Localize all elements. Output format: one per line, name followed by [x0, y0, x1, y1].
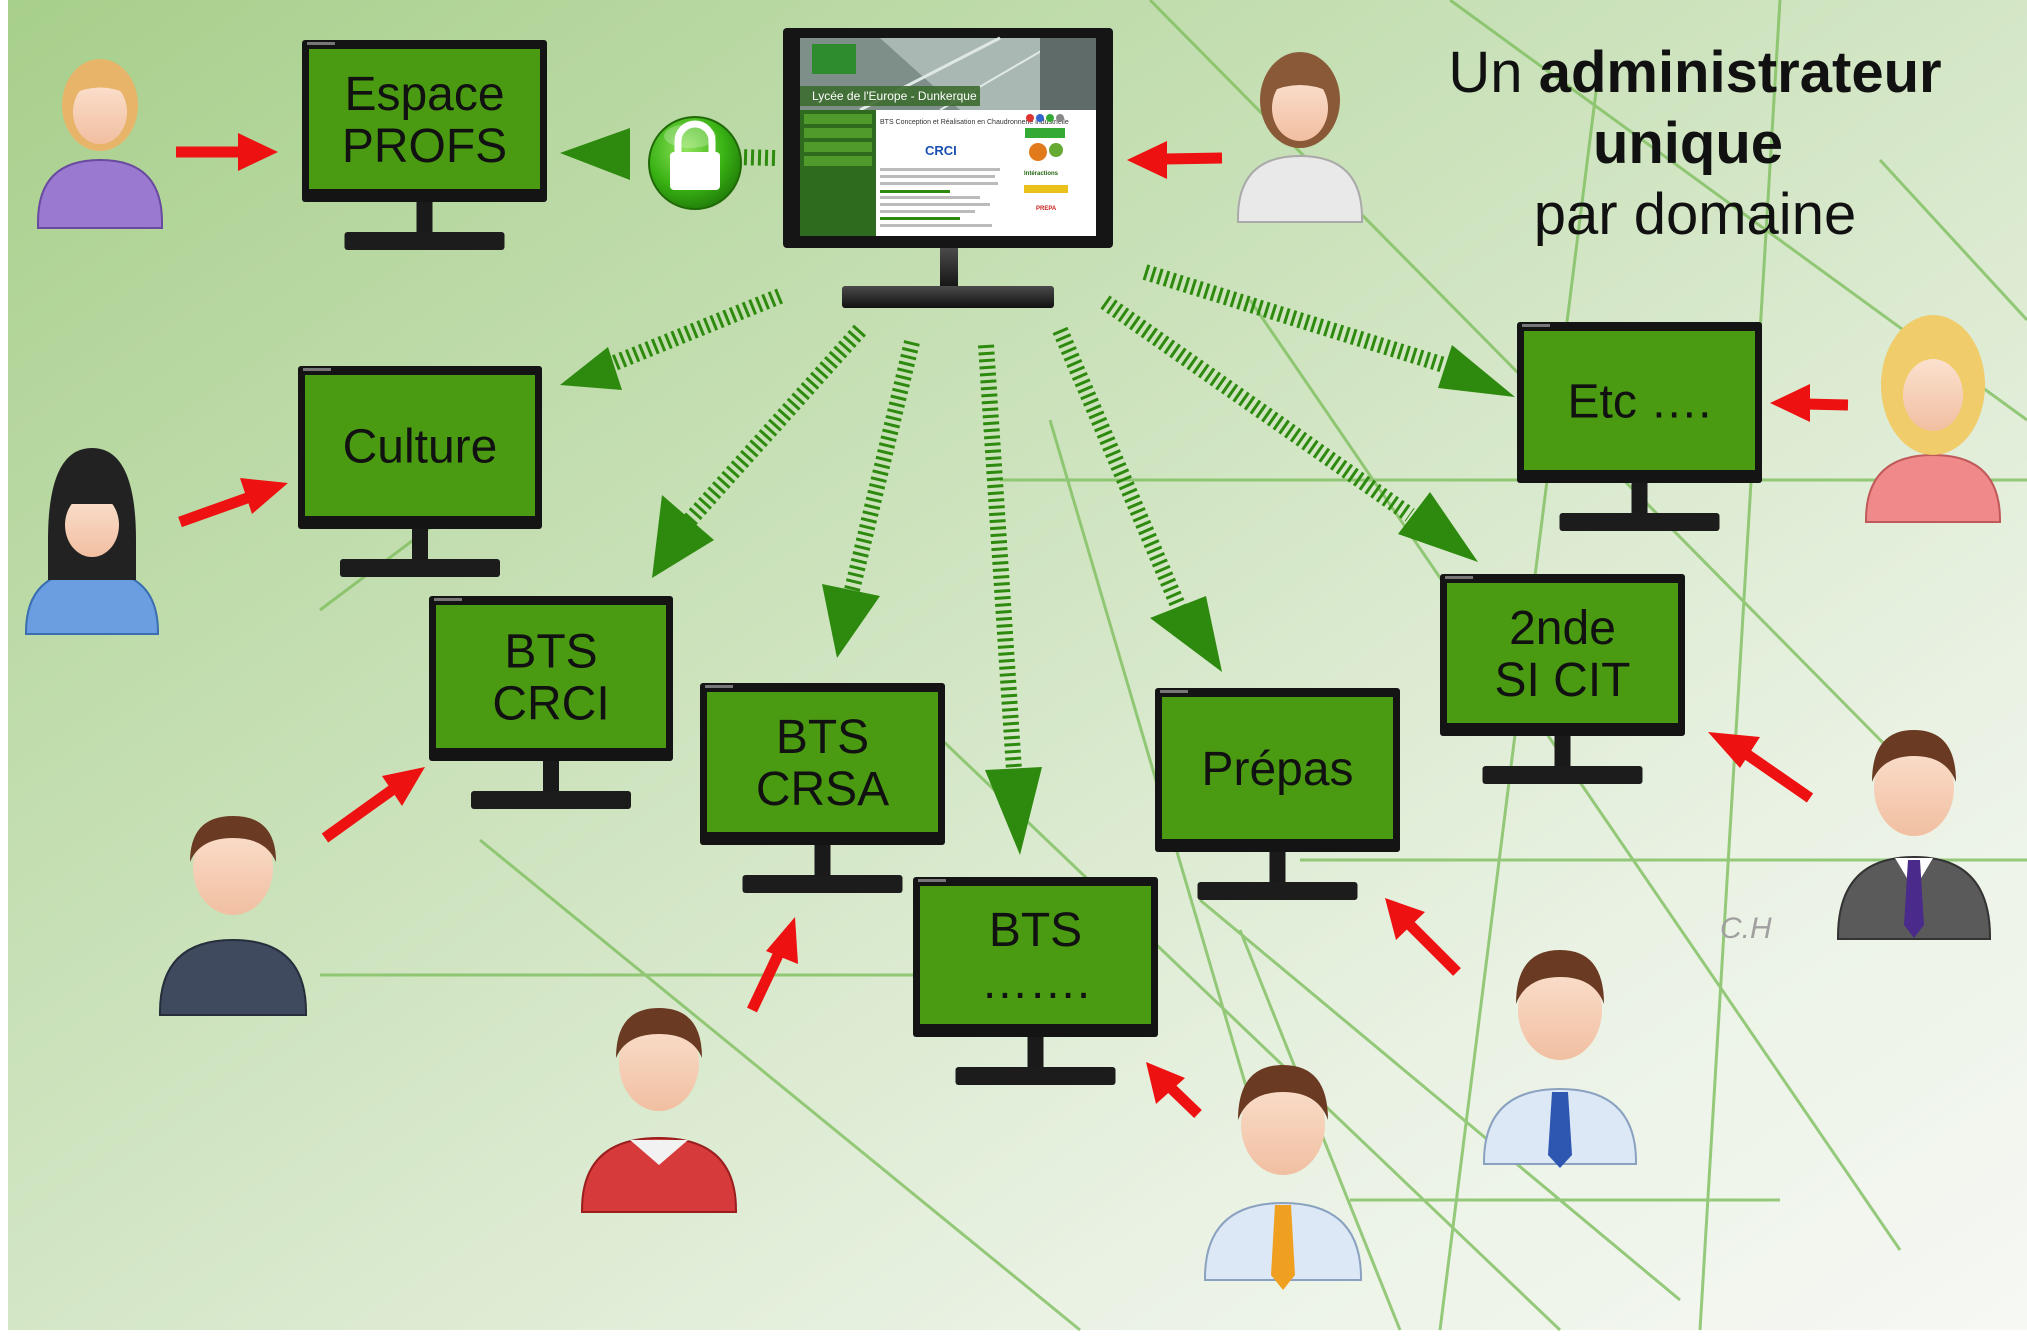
- monitor-neck: [416, 202, 433, 236]
- title-line-1-bold: administrateur: [1539, 40, 1942, 105]
- left-margin: [0, 0, 8, 1341]
- user-avatars: [25, 52, 2001, 1290]
- monitor-neck: [543, 761, 559, 795]
- monitor-neck: [1269, 852, 1286, 886]
- monitor-screen: [305, 375, 535, 516]
- monitor-base: [340, 559, 500, 577]
- monitor-neck: [412, 529, 428, 563]
- monitor-brand-mark: [1160, 690, 1188, 693]
- monitor-prepas: Prépas: [1155, 688, 1400, 900]
- monitor-bts-other: BTS…….: [913, 877, 1158, 1085]
- monitor-label-line: BTS: [989, 904, 1082, 957]
- lock-icon: [648, 116, 742, 210]
- monitor-brand-mark: [918, 879, 946, 882]
- monitor-base: [344, 232, 505, 250]
- monitor-brand-mark: [1522, 324, 1550, 327]
- monitor-screen: [1447, 583, 1678, 723]
- monitor-base: [1559, 513, 1720, 531]
- monitor-label-line: SI CIT: [1494, 654, 1630, 707]
- title-line-1-prefix: Un: [1448, 40, 1538, 105]
- monitor-label-line: 2nde: [1509, 602, 1616, 655]
- user-avatar-prepas-admin: [1483, 950, 1637, 1168]
- monitor-screen: [436, 605, 666, 748]
- site-brand-banner: Lycée de l'Europe - Dunkerque: [812, 89, 977, 103]
- site-crci-logo: CRCI: [925, 143, 957, 158]
- user-avatar-teacher: [37, 59, 163, 229]
- monitor-base: [1482, 766, 1643, 784]
- monitor-neck: [1631, 483, 1648, 517]
- user-avatar-webmaster: [1237, 52, 1363, 223]
- monitor-neck: [1027, 1037, 1044, 1071]
- central-monitor-neck: [940, 248, 958, 290]
- monitor-brand-mark: [303, 368, 331, 371]
- monitor-screen: [1162, 697, 1393, 839]
- monitor-label-line: Espace: [344, 68, 504, 121]
- monitor-neck: [1554, 736, 1571, 770]
- monitor-etc: Etc ….: [1517, 322, 1762, 531]
- distribution-arrows: [560, 128, 1515, 855]
- central-monitor-base: [842, 286, 1054, 308]
- monitor-label-line: Prépas: [1201, 743, 1353, 796]
- monitor-base: [471, 791, 631, 809]
- monitor-label-line: Culture: [343, 421, 498, 474]
- monitor-brand-mark: [705, 685, 733, 688]
- monitor-brand-mark: [1445, 576, 1473, 579]
- monitor-neck: [814, 845, 831, 879]
- monitor-brand-mark: [434, 598, 462, 601]
- site-page-heading: BTS Conception et Réalisation en Chaudro…: [880, 119, 1069, 126]
- monitor-screen: [920, 886, 1151, 1024]
- domain-monitors: EspacePROFSCultureBTSCRCIBTSCRSABTS…….Pr…: [298, 40, 1762, 1085]
- monitor-label-line: PROFS: [342, 120, 507, 173]
- monitor-label-line: …….: [981, 956, 1090, 1009]
- monitor-base: [742, 875, 903, 893]
- title-line-2: unique: [1593, 111, 1783, 176]
- monitor-brand-mark: [307, 42, 335, 45]
- author-signature: C.H: [1720, 912, 1772, 945]
- user-avatar-bts-crsa-admin: [581, 1008, 737, 1213]
- monitor-label-line: CRSA: [756, 763, 889, 816]
- diagram-title: Un administrateur unique par domaine: [1448, 40, 1941, 247]
- title-line-3: par domaine: [1534, 182, 1856, 247]
- user-avatar-etc-admin: [1865, 315, 2001, 523]
- monitor-culture: Culture: [298, 366, 542, 577]
- monitor-label-line: BTS: [504, 626, 597, 679]
- user-avatar-bts-other-admin: [1204, 1065, 1362, 1290]
- user-access-arrows: [176, 133, 1849, 1118]
- user-avatar-bts-crci-admin: [159, 816, 307, 1016]
- monitor-base: [1197, 882, 1358, 900]
- user-avatar-2nde-si-cit-admin: [1837, 730, 1991, 940]
- monitor-base: [955, 1067, 1116, 1085]
- monitor-label-line: Etc ….: [1567, 376, 1711, 429]
- monitor-label-line: BTS: [776, 711, 869, 764]
- monitor-screen: [707, 692, 938, 832]
- monitor-screen: [1524, 331, 1755, 470]
- site-prepa-label: PREPA: [1036, 206, 1057, 212]
- title-line-1: Un administrateur: [1448, 40, 1941, 105]
- site-interactions-label: Intéractions: [1024, 171, 1059, 177]
- monitor-screen: [309, 49, 540, 189]
- user-avatar-culture-admin: [25, 448, 159, 635]
- bottom-margin: [0, 1330, 2027, 1341]
- central-website-monitor: Lycée de l'Europe - Dunkerque BTS Concep…: [783, 28, 1113, 308]
- monitor-label-line: CRCI: [492, 678, 609, 731]
